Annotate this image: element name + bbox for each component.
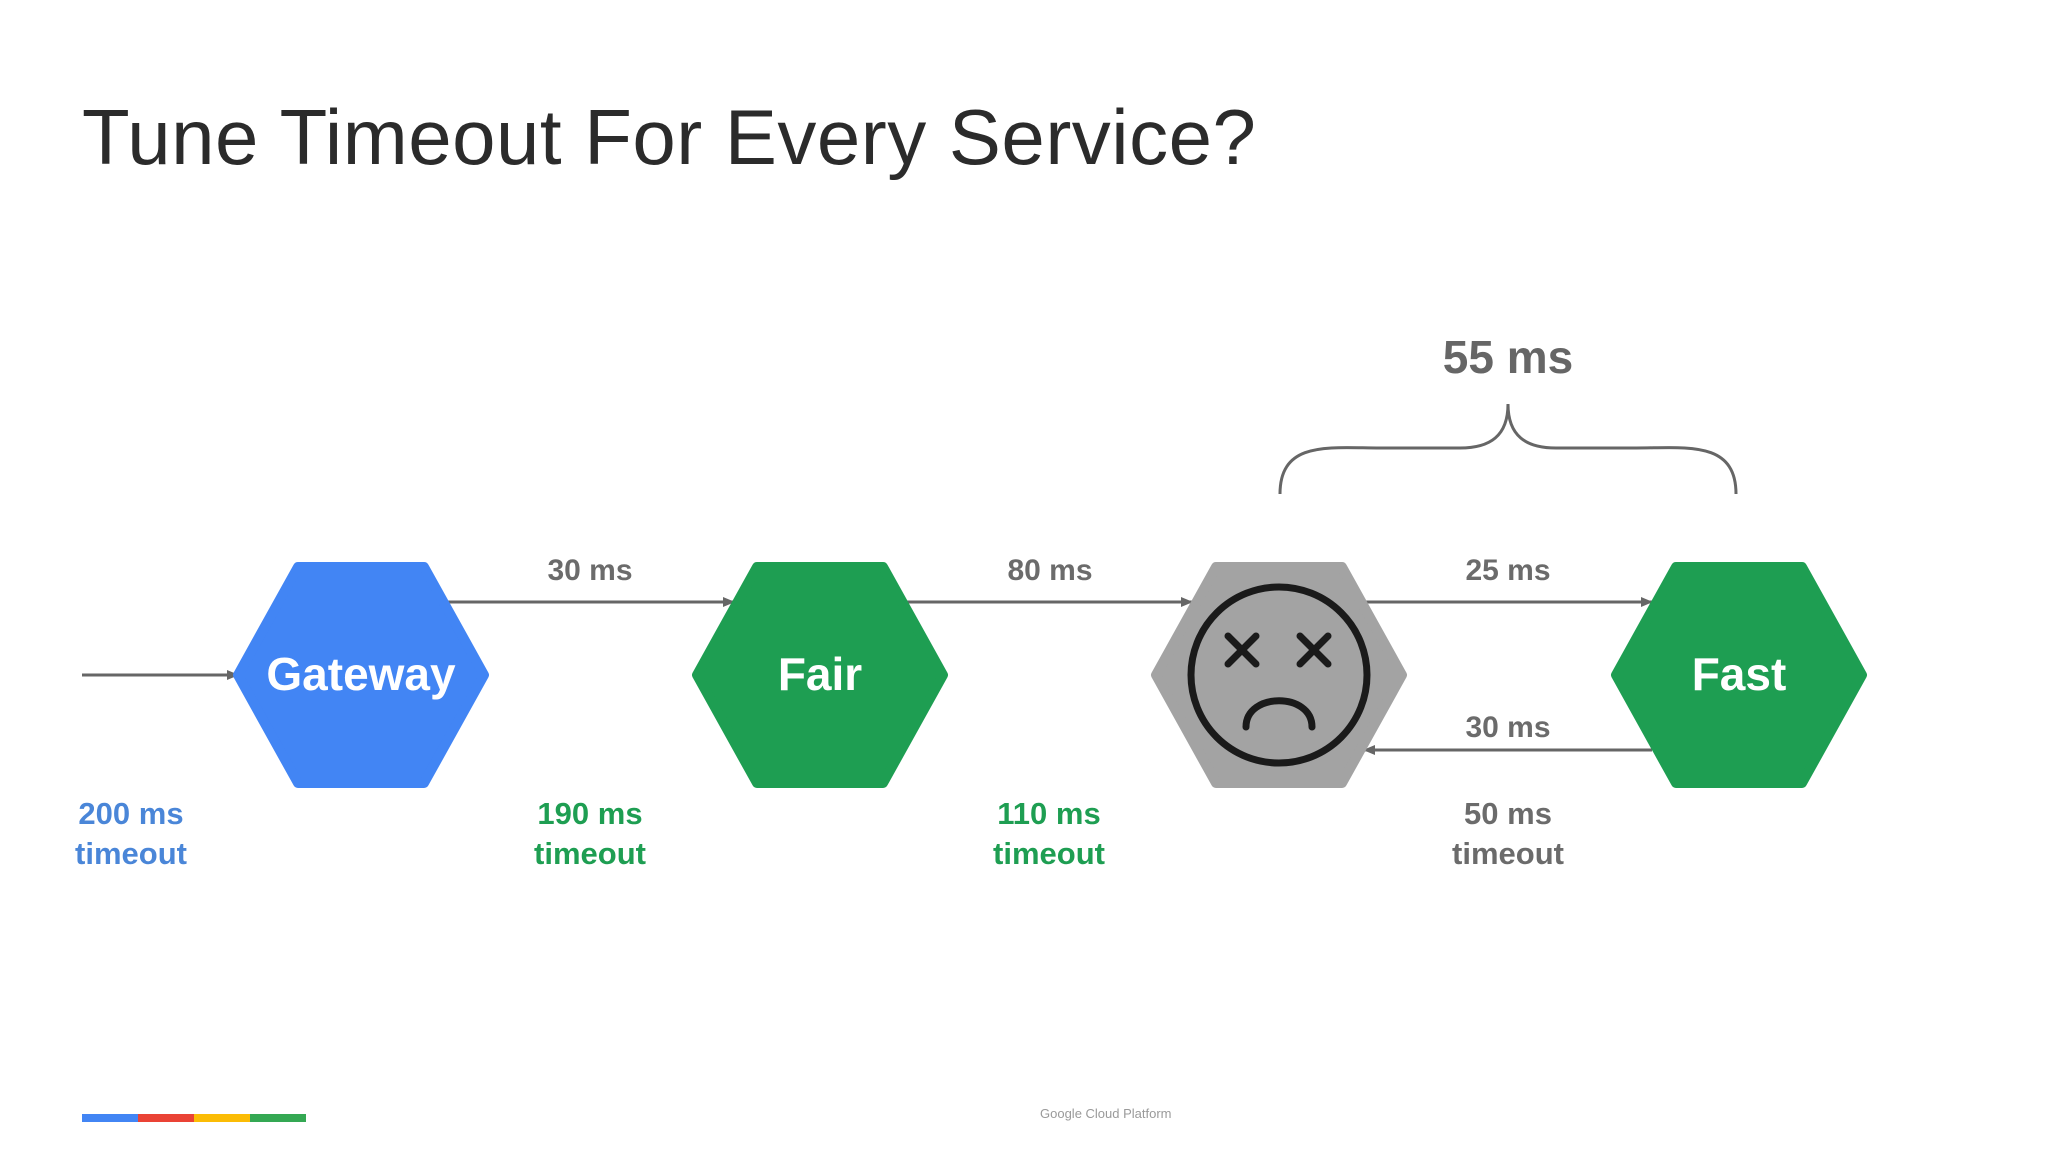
timeout-fast-word: timeout bbox=[1452, 836, 1564, 871]
brand-color-bar bbox=[82, 1114, 306, 1122]
brace-label: 55 ms bbox=[1443, 331, 1573, 383]
timeout-failed-word: timeout bbox=[993, 836, 1105, 871]
node-gateway: Gateway bbox=[233, 562, 489, 788]
node-fair: Fair bbox=[692, 562, 948, 788]
brand-bar-red bbox=[138, 1114, 194, 1122]
timeout-fair: 190 ms timeout bbox=[534, 796, 646, 871]
timeout-failed: 110 ms timeout bbox=[993, 796, 1105, 871]
timeout-fast-value: 50 ms bbox=[1464, 796, 1552, 831]
timeout-gateway-value: 200 ms bbox=[78, 796, 183, 831]
timeout-fair-word: timeout bbox=[534, 836, 646, 871]
node-failed bbox=[1151, 562, 1407, 788]
edge-label-fast-to-failed: 30 ms bbox=[1465, 711, 1550, 744]
dizzy-face-icon bbox=[1187, 583, 1371, 767]
brand-bar-yellow bbox=[194, 1114, 250, 1122]
brand-bar-blue bbox=[82, 1114, 138, 1122]
fair-hexagon bbox=[692, 562, 948, 788]
fair-label: Fair bbox=[778, 648, 862, 700]
curly-brace bbox=[1278, 403, 1738, 495]
edge-label-failed-to-fast: 25 ms bbox=[1465, 554, 1550, 587]
timeout-fast: 50 ms timeout bbox=[1452, 796, 1564, 871]
latency-brace: 55 ms bbox=[1278, 331, 1738, 495]
timeout-gateway: 200 ms timeout bbox=[75, 796, 187, 871]
edge-label-gateway-to-fair: 30 ms bbox=[547, 554, 632, 587]
timeout-fair-value: 190 ms bbox=[537, 796, 642, 831]
edges: 30 ms 80 ms 25 ms 30 ms bbox=[82, 554, 1653, 755]
slide-title: Tune Timeout For Every Service? bbox=[82, 93, 1257, 181]
gateway-label: Gateway bbox=[266, 648, 456, 700]
node-fast: Fast bbox=[1611, 562, 1867, 788]
fast-label: Fast bbox=[1692, 648, 1787, 700]
fast-hexagon bbox=[1611, 562, 1867, 788]
timeout-failed-value: 110 ms bbox=[997, 796, 1100, 831]
gateway-hexagon bbox=[233, 562, 489, 788]
footer-brand-text: Google Cloud Platform bbox=[1040, 1106, 1172, 1121]
edge-label-fair-to-failed: 80 ms bbox=[1007, 554, 1092, 587]
brand-bar-green bbox=[250, 1114, 306, 1122]
timeout-gateway-word: timeout bbox=[75, 836, 187, 871]
